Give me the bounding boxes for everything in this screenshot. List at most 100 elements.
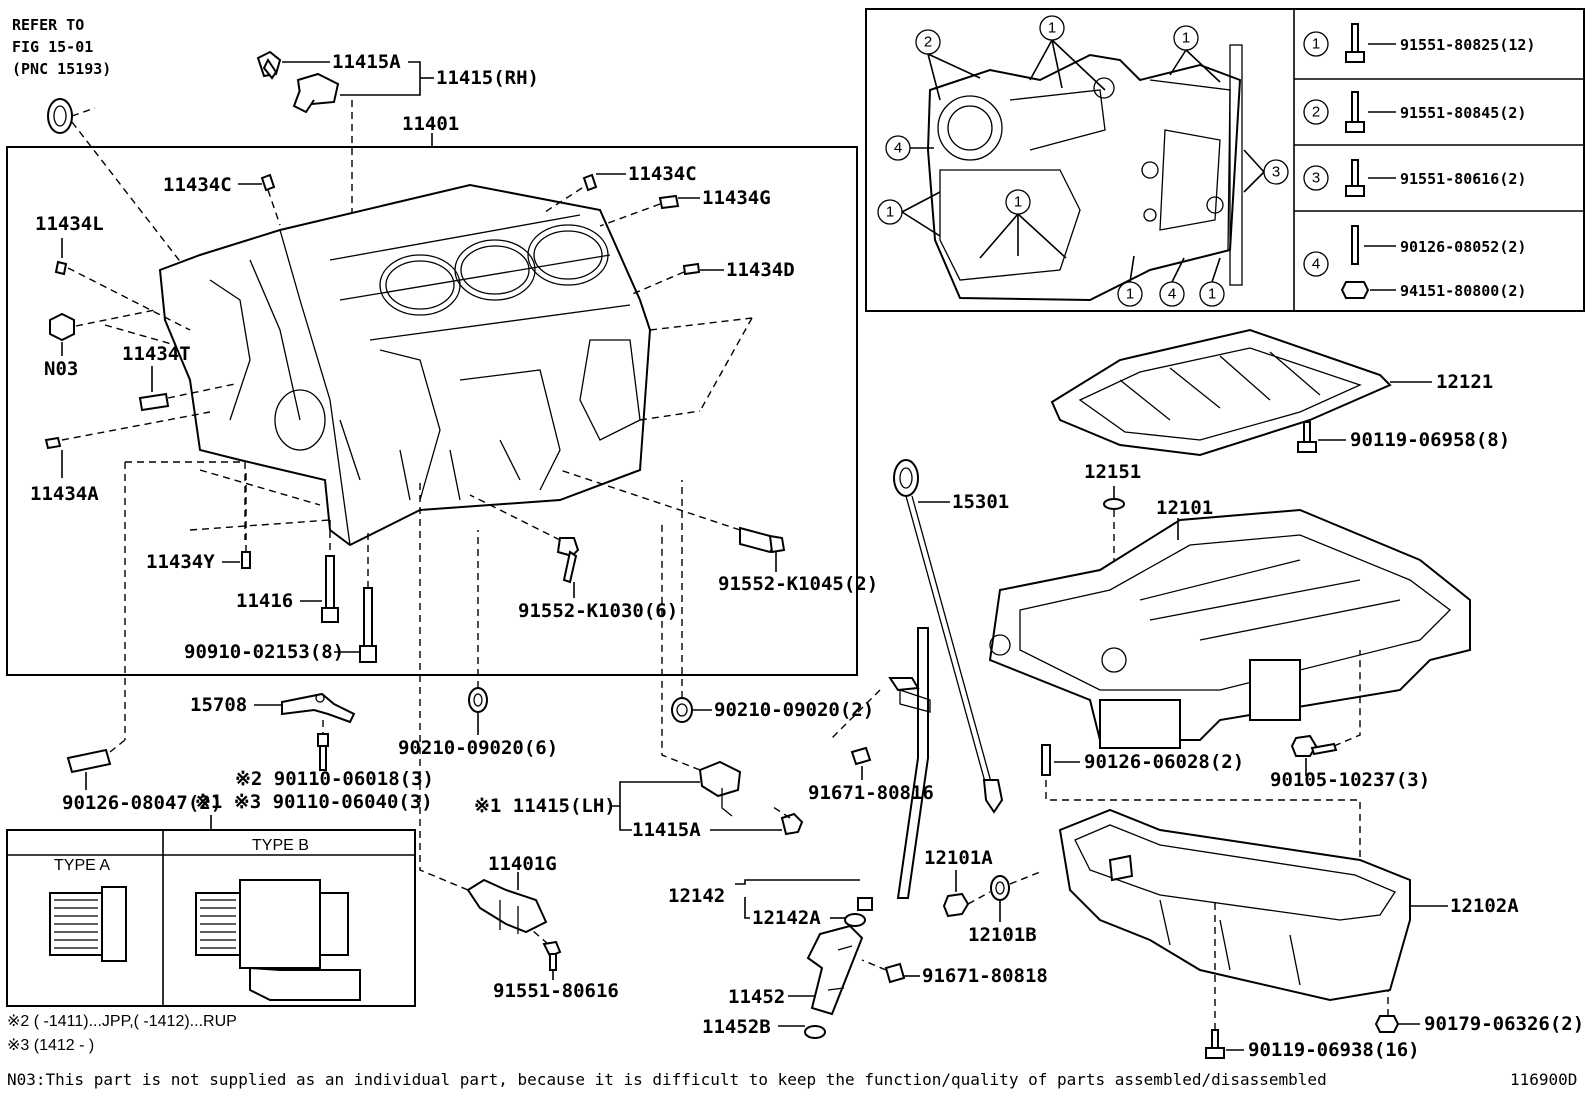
type-b-fitting — [195, 879, 361, 1001]
plug-11434g — [658, 194, 680, 210]
callout-11434C-left: 11434C — [163, 174, 232, 196]
callout-11401: 11401 — [402, 113, 459, 135]
washer-90210-2 — [671, 697, 693, 723]
bolt-3-part: 91551-80616(2) — [1400, 170, 1526, 188]
stud-90126-06028 — [1041, 744, 1051, 776]
callout-15301: 15301 — [952, 491, 1009, 513]
callout-91551-80616-bottom: 91551-80616 — [493, 980, 619, 1002]
svg-text:4: 4 — [894, 140, 902, 157]
callout-12102A: 12102A — [1450, 895, 1519, 917]
callout-91671-80818: 91671-80818 — [922, 965, 1048, 987]
callout-11415-lh: ※1 11415(LH) — [474, 795, 616, 817]
bolt-4-part-a: 90126-08052(2) — [1400, 238, 1526, 256]
sensor-11401g — [466, 878, 548, 934]
pin-11434l — [54, 260, 68, 276]
note-2: ※2 ( -1411)...JPP,( -1412)...RUP — [7, 1013, 237, 1030]
bracket-15708 — [281, 692, 356, 724]
bolt-90119-06938 — [1205, 1029, 1225, 1059]
inset-marker-1e: 1 — [1117, 281, 1143, 307]
bolt-91671-80818 — [884, 962, 906, 984]
oil-seal-part — [47, 98, 73, 134]
svg-text:1: 1 — [1014, 194, 1022, 211]
pin-11434y — [241, 551, 251, 569]
bolt-90119-06958 — [1297, 421, 1317, 453]
inset-marker-3: 3 — [1263, 159, 1289, 185]
callout-90126-08047: 90126-08047(2) — [62, 792, 222, 814]
inset-marker-4a: 4 — [885, 135, 911, 161]
svg-text:4: 4 — [1168, 286, 1176, 303]
gasket-12101b — [990, 875, 1010, 901]
callout-11452: 11452 — [728, 986, 785, 1008]
washer-90210-6 — [468, 687, 488, 713]
refer-note-line1: REFER TO — [12, 16, 84, 34]
bolt-1-part: 91551-80825(12) — [1400, 36, 1535, 54]
note-3: ※3 (1412 - ) — [7, 1037, 94, 1054]
drain-plug-12101a — [942, 892, 970, 918]
callout-90110-06040: ※1 ※3 90110-06040(3) — [195, 791, 433, 813]
svg-text:2: 2 — [1312, 104, 1320, 121]
inset-marker-4b: 4 — [1159, 281, 1185, 307]
callout-11401G: 11401G — [488, 853, 557, 875]
callout-11434G: 11434G — [702, 187, 771, 209]
plug-11434c-left — [260, 173, 276, 192]
pin-11434t — [138, 392, 170, 412]
callout-90110-06018: ※2 90110-06018(3) — [235, 768, 434, 790]
callout-90210-6: 90210-09020(6) — [398, 737, 558, 759]
callout-12101B: 12101B — [968, 924, 1037, 946]
callout-91552-K1030: 91552-K1030(6) — [518, 600, 678, 622]
callout-90126-06028: 90126-06028(2) — [1084, 751, 1244, 773]
diagram-id: 116900D — [1510, 1070, 1577, 1089]
callout-11434T: 11434T — [122, 343, 191, 365]
callout-11434C-right: 11434C — [628, 163, 697, 185]
type-a-label: TYPE A — [54, 857, 110, 874]
callout-12142: 12142 — [668, 885, 725, 907]
bolt-91552-k1045 — [739, 526, 786, 554]
bolt-90105-10237 — [1290, 734, 1338, 757]
inset-marker-1f: 1 — [1199, 281, 1225, 307]
bolt-table-row-2: 2 91551-80845(2) — [1303, 91, 1526, 133]
svg-text:3: 3 — [1272, 164, 1280, 181]
callout-11434Y: 11434Y — [146, 551, 215, 573]
type-a-fitting — [49, 886, 127, 962]
bolt-4-part-b: 94151-80800(2) — [1400, 282, 1526, 300]
callout-11434D: 11434D — [726, 259, 795, 281]
bolt-90110 — [317, 733, 329, 771]
callout-12142A: 12142A — [752, 907, 821, 929]
o-ring-12142a — [844, 913, 866, 927]
svg-text:2: 2 — [924, 34, 932, 51]
bolt-table-row-4: 4 90126-08052(2) 94151-80800(2) — [1303, 225, 1526, 300]
callout-12101A: 12101A — [924, 847, 993, 869]
dipstick-guide-12142 — [857, 627, 931, 911]
bolt-table-row-1: 1 91551-80825(12) — [1303, 23, 1535, 63]
bolt-2-part: 91551-80845(2) — [1400, 104, 1526, 122]
callout-11416: 11416 — [236, 590, 293, 612]
callout-11434A: 11434A — [30, 483, 99, 505]
callout-11434L: 11434L — [35, 213, 104, 235]
nut-90179-06326 — [1374, 1015, 1400, 1033]
callout-90179-06326: 90179-06326(2) — [1424, 1013, 1584, 1035]
refer-note-line3: (PNC 15193) — [12, 60, 111, 78]
type-table: TYPE A TYPE B — [6, 815, 416, 1007]
dipstick-15301 — [893, 459, 1004, 814]
svg-text:1: 1 — [886, 204, 894, 221]
guide-11452 — [806, 924, 864, 1016]
callout-90910: 90910-02153(8) — [184, 641, 344, 663]
oil-pressure-fitting-lh — [698, 760, 742, 817]
callout-11415A-bottom: 11415A — [632, 819, 701, 841]
inset-marker-2: 2 — [915, 29, 941, 55]
oil-pressure-fitting-rh — [256, 50, 340, 114]
callout-11415A-top: 11415A — [332, 51, 401, 73]
bolt-location-inset — [865, 8, 1585, 312]
svg-text:4: 4 — [1312, 256, 1320, 273]
plug-11434c-right — [582, 173, 598, 192]
stud-90910 — [359, 587, 377, 663]
n03-footnote: N03:This part is not supplied as an indi… — [7, 1070, 1327, 1089]
svg-text:1: 1 — [1312, 36, 1320, 53]
svg-text:1: 1 — [1126, 286, 1134, 303]
plug-11434d — [682, 262, 701, 276]
callout-15708: 15708 — [190, 694, 247, 716]
callout-N03: N03 — [44, 358, 78, 380]
svg-text:1: 1 — [1208, 286, 1216, 303]
callout-12151: 12151 — [1084, 461, 1141, 483]
oil-pan-12101 — [988, 508, 1471, 749]
